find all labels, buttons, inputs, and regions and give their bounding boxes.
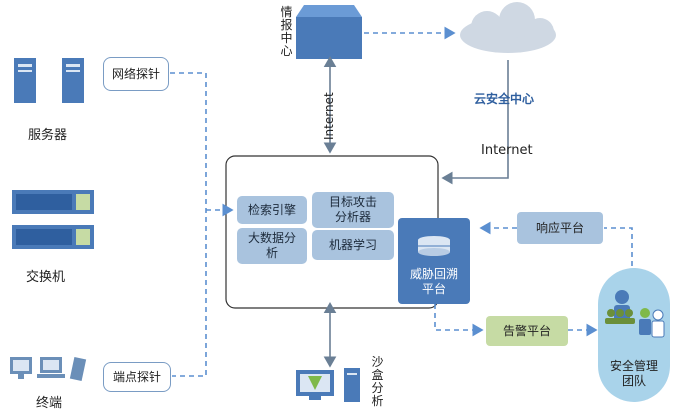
terminal-label: 终端 <box>36 396 63 411</box>
internet-right-label: Internet <box>481 143 533 158</box>
servers-label: 服务器 <box>28 128 68 143</box>
switch-icon <box>12 190 94 249</box>
intel-center-label: 情报中心 <box>280 5 293 58</box>
sandbox-icon <box>296 368 360 402</box>
people-icon <box>605 290 665 338</box>
network-probe-box: 网络探针 <box>103 57 169 91</box>
terminal-icon <box>10 356 87 382</box>
ml-box: 机器学习 <box>312 230 394 260</box>
internet-left-label: Internet <box>322 92 336 140</box>
search-engine-box: 检索引擎 <box>237 196 307 224</box>
response-platform-box: 响应平台 <box>517 212 603 244</box>
cloud-security-label: 云安全中心 <box>474 92 535 106</box>
team-label: 安全管理团队 <box>609 359 658 388</box>
internet-links <box>323 56 509 368</box>
alert-platform-box: 告警平台 <box>486 316 568 346</box>
big-data-box: 大数据分析 <box>237 228 307 264</box>
database-icon <box>418 236 450 256</box>
switch-label: 交换机 <box>26 270 66 285</box>
cloud-icon <box>460 2 556 53</box>
threat-trace-box <box>398 218 470 304</box>
team-pill <box>598 268 670 402</box>
endpoint-probe-box: 端点探针 <box>103 362 171 392</box>
sandbox-label: 沙盒分析 <box>371 355 384 408</box>
threat-trace-label: 威胁回溯平台 <box>409 267 458 296</box>
intel-center-icon <box>296 5 362 59</box>
server-icon <box>14 58 84 103</box>
connector-lines <box>170 26 633 377</box>
target-attack-box: 目标攻击分析器 <box>312 192 394 228</box>
